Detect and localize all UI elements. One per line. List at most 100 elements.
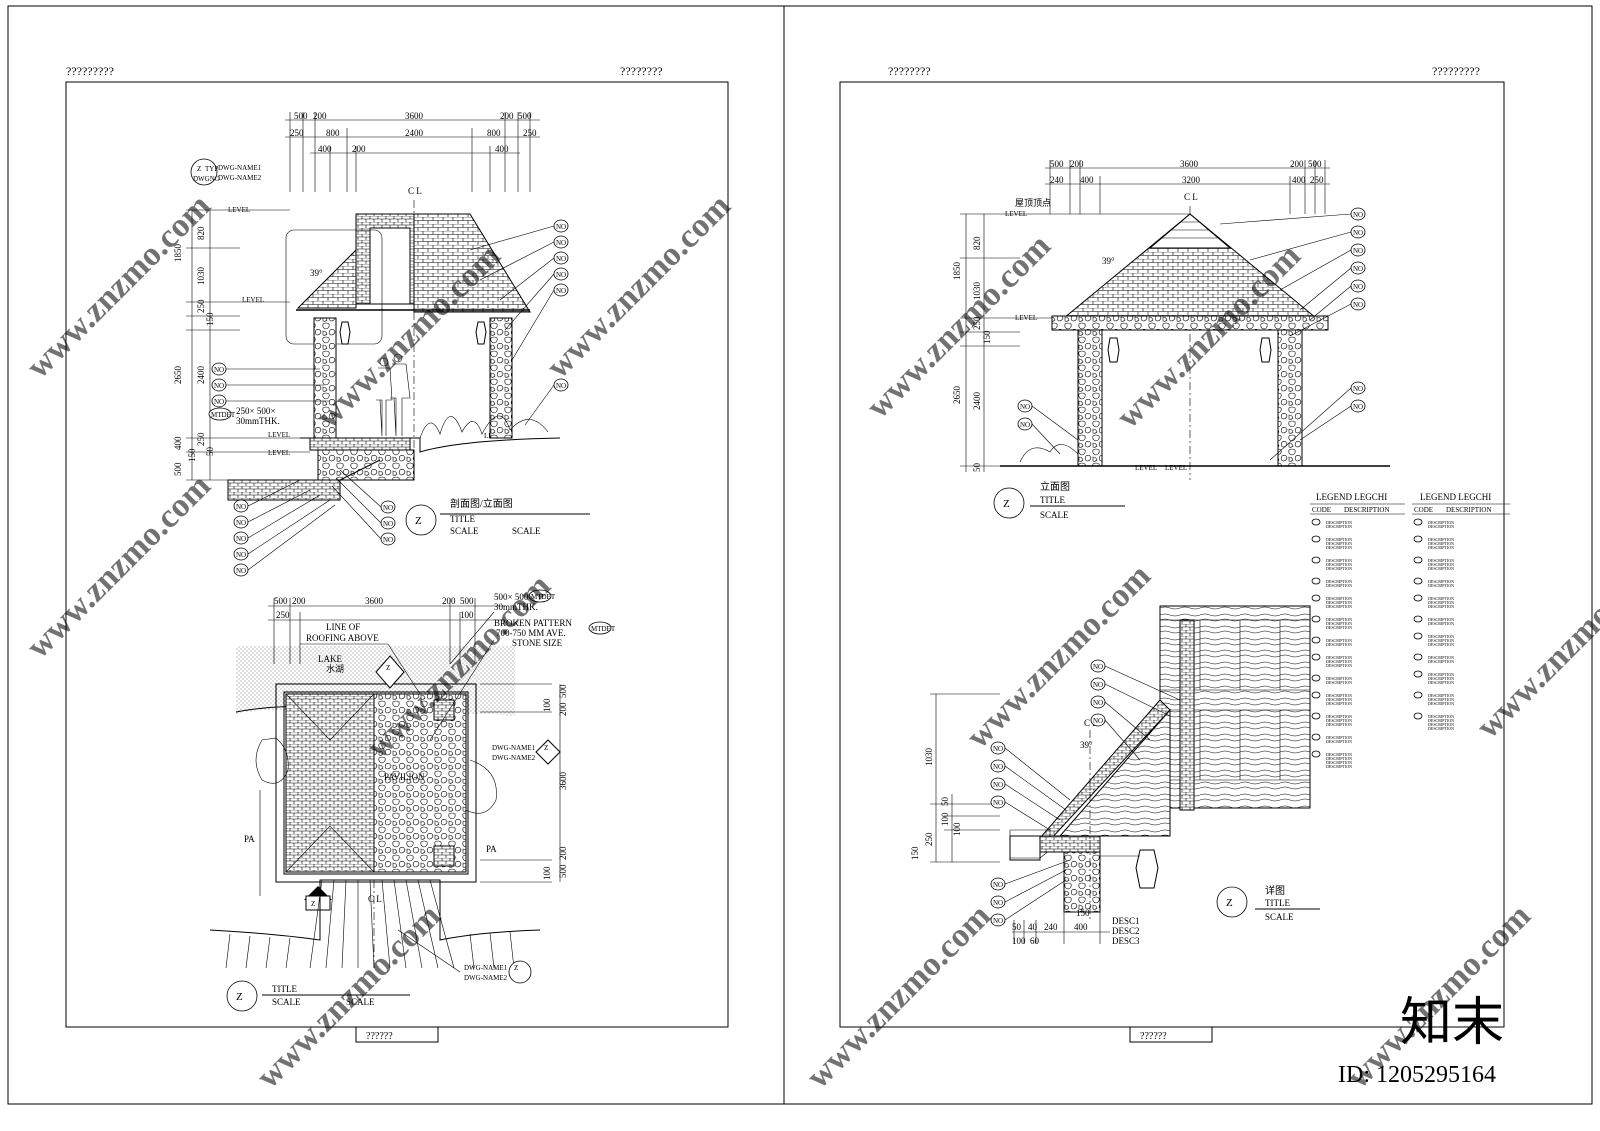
legend-description: DESCRIPTION xyxy=(1428,680,1454,685)
legend-code-tag xyxy=(1311,636,1321,644)
plan-stone-floor xyxy=(373,693,467,873)
legend-description: DESCRIPTION xyxy=(1428,701,1454,706)
plan-view: 500 200 3600 200 500 250 100 LAKE 水湖 PAV… xyxy=(209,589,616,1012)
wm-url-8: www.znzmo.com xyxy=(959,557,1157,755)
ele-tag-r7: NO xyxy=(1353,385,1363,393)
legend-code-tag xyxy=(1413,615,1423,623)
legend-code-tag xyxy=(1311,674,1321,682)
sec-title-bubble xyxy=(405,504,437,536)
legend-description: DESCRIPTION xyxy=(1428,520,1454,525)
legend-description: DESCRIPTION xyxy=(1428,583,1454,588)
plan-dim-top-2: 200 xyxy=(292,596,306,606)
ele-level-4: LEVEL xyxy=(1165,464,1187,472)
plan-pa-left: PA xyxy=(244,834,255,844)
sec-dim-left-5: 150 xyxy=(205,312,215,326)
wm-url-1: www.znzmo.com xyxy=(19,187,217,385)
det-dim-bot-1: 50 xyxy=(1012,922,1022,932)
wm-url-3: www.znzmo.com xyxy=(19,467,217,665)
legend-heading-2: LEGEND LEGCHI xyxy=(1420,492,1491,502)
legend-code-tag xyxy=(1311,691,1321,699)
legend-desc-1: DESCRIPTION xyxy=(1344,506,1390,514)
plan-dim-top-3: 3600 xyxy=(365,596,384,606)
plan-cut-z-bottom: Z xyxy=(311,900,315,908)
ele-title-z: Z xyxy=(1003,498,1010,510)
legend-code-tag xyxy=(1311,594,1321,602)
legend-description: DESCRIPTION xyxy=(1326,524,1352,529)
legend-code-tag xyxy=(1311,750,1321,758)
ele-dim-left-6: 2650 xyxy=(952,386,962,405)
sec-no-tags-left xyxy=(211,362,336,577)
legend-description: DESCRIPTION xyxy=(1428,718,1454,723)
right-header-right: ????????? xyxy=(1432,64,1480,78)
ele-tag-r5: NO xyxy=(1353,283,1363,291)
section-view: 500 200 3600 200 500 250 800 2400 800 25… xyxy=(173,111,590,577)
sec-lantern-right xyxy=(475,321,487,345)
legend-description: DESCRIPTION xyxy=(1428,541,1454,546)
legend-description: DESCRIPTION xyxy=(1428,672,1454,677)
det-tag-3: NO xyxy=(1093,699,1103,707)
sec-dim-left-7: 2400 xyxy=(196,366,206,385)
det-tag-5: NO xyxy=(993,745,1003,753)
det-tag-11: NO xyxy=(993,917,1003,925)
sec-tag-b1: NO xyxy=(236,503,246,511)
det-title-cn: 详图 xyxy=(1265,884,1285,897)
sec-ref-z: Z xyxy=(197,165,201,173)
ele-dim-row2-2: 400 xyxy=(1080,175,1094,185)
sec-level-3: LEVEL xyxy=(268,431,290,439)
ele-shrub xyxy=(1019,444,1079,463)
legend-description: DESCRIPTION xyxy=(1428,558,1454,563)
legend-rows-left: DESCRIPTIONDESCRIPTIONDESCRIPTIONDESCRIP… xyxy=(1311,518,1352,769)
sec-tag-b3: NO xyxy=(236,535,246,543)
det-dim-bot-6: 400 xyxy=(1074,922,1088,932)
ele-angle: 39° xyxy=(1102,256,1115,266)
legend-description: DESCRIPTION xyxy=(1428,642,1454,647)
legend-description: DESCRIPTION xyxy=(1428,676,1454,681)
left-sheet: ????????? ???????? ?????? 500 200 3600 2… xyxy=(7,5,785,1105)
det-angle: 39° xyxy=(1080,740,1093,750)
right-footer-tab xyxy=(1129,1026,1213,1043)
plan-dim-top-1: 500 xyxy=(274,596,288,606)
det-column xyxy=(1063,851,1101,913)
legend-description: DESCRIPTION xyxy=(1326,680,1352,685)
legend: LEGEND LEGCHI LEGEND LEGCHI CODE DESCRIP… xyxy=(1310,492,1510,769)
ele-fascia xyxy=(1051,315,1329,331)
plan-dim-right-6: 200 xyxy=(558,846,568,860)
legend-code-tag xyxy=(1311,712,1321,720)
legend-description: DESCRIPTION xyxy=(1428,638,1454,643)
ele-dim-top-2: 200 xyxy=(1070,159,1084,169)
legend-description: DESCRIPTION xyxy=(1326,714,1352,719)
det-dim-bot-3: 240 xyxy=(1044,922,1058,932)
ele-tag-r1: NO xyxy=(1353,211,1363,219)
plan-scale2: SCALE xyxy=(346,997,375,1007)
legend-description: DESCRIPTION xyxy=(1428,693,1454,698)
det-dim-left-1: 1030 xyxy=(924,748,934,767)
sec-level-2: LEVEL xyxy=(242,296,264,304)
right-sheet-border xyxy=(783,5,1593,1105)
det-dim-bot-2: 40 xyxy=(1028,922,1038,932)
plan-cut-name2: DWG-NAME2 xyxy=(492,754,536,762)
sec-roof-left xyxy=(296,248,357,309)
ele-dim-left-4: 250 xyxy=(972,316,982,330)
legend-description: DESCRIPTION xyxy=(1326,566,1352,571)
legend-description: DESCRIPTION xyxy=(1428,524,1454,529)
sec-ref-typ: TYP xyxy=(205,165,218,173)
legend-description: DESCRIPTION xyxy=(1326,718,1352,723)
ele-dim-left-2: 820 xyxy=(972,236,982,250)
ele-dim-top-3: 3600 xyxy=(1180,159,1199,169)
ele-dim-row2-1: 240 xyxy=(1050,175,1064,185)
wm-brand-logo: 知末 xyxy=(1400,995,1504,1052)
det-tag-8: NO xyxy=(993,799,1003,807)
sec-mtdet-tag: MTDET xyxy=(211,411,236,419)
wm-url-9: www.znzmo.com xyxy=(799,897,997,1095)
right-sheet: ???????? ????????? ?????? 500 200 3600 2… xyxy=(783,5,1593,1105)
legend-code-tag xyxy=(1311,556,1321,564)
sec-dim-left-10: 150 xyxy=(187,448,197,462)
sec-footing xyxy=(317,449,415,481)
det-dim-left-5: 100 xyxy=(952,822,962,836)
plan-dim-right-7: 500 xyxy=(558,864,568,878)
sec-dim-row2-3: 2400 xyxy=(405,128,424,138)
legend-description: DESCRIPTION xyxy=(1428,596,1454,601)
sec-tag-b5: NO xyxy=(236,567,246,575)
legend-description: DESCRIPTION xyxy=(1326,579,1352,584)
det-dim-left-2: 100 xyxy=(940,812,950,826)
